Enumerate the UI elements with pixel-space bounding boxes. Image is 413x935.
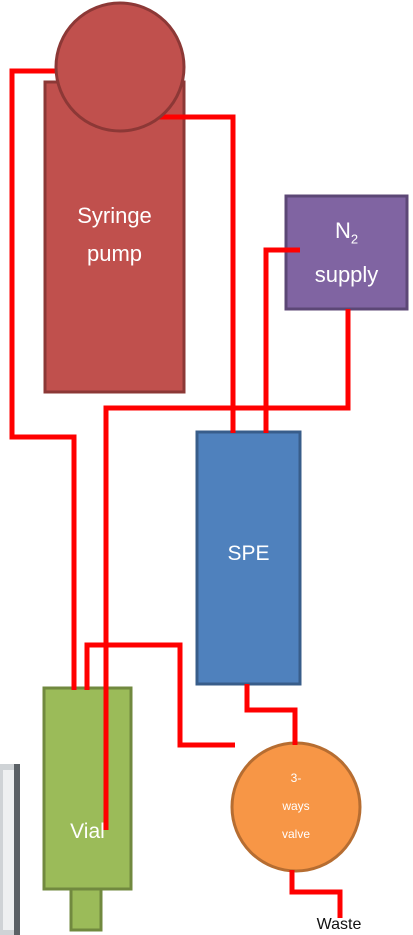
tube-n2-to-vial bbox=[103, 309, 351, 830]
background-photo-fragment bbox=[0, 764, 20, 935]
tube-vial-to-valve bbox=[84, 642, 235, 748]
spe-column bbox=[195, 430, 302, 686]
n2-supply-label-line2: supply bbox=[314, 262, 379, 288]
tube-spe-to-valve bbox=[244, 684, 298, 745]
syringe-pump-body bbox=[43, 80, 186, 394]
tube-pump-to-vial bbox=[9, 68, 77, 690]
n2-supply-box bbox=[284, 194, 409, 311]
waste-label: Waste bbox=[316, 916, 362, 933]
tube-valve-to-waste bbox=[289, 870, 343, 918]
tube-n2-to-spe bbox=[263, 247, 300, 433]
vial-body bbox=[42, 686, 133, 891]
valve-label: 3- ways valve bbox=[246, 764, 346, 848]
n2-supply-label-line1: N2 bbox=[286, 213, 407, 257]
syringe-pump-label-line1: Syringe bbox=[77, 203, 152, 228]
spe-label: SPE bbox=[227, 542, 270, 565]
n2-symbol: N bbox=[334, 218, 351, 243]
valve-label-line1: 3- bbox=[290, 771, 302, 785]
syringe-pump-label-line2: pump bbox=[86, 241, 143, 266]
n2-supply-label: N2 supply bbox=[286, 213, 407, 293]
syringe-pump-label: Syringe pump bbox=[45, 197, 184, 273]
vial-cap bbox=[69, 887, 103, 932]
syringe-pump-head bbox=[54, 1, 186, 133]
valve-label-line2: ways bbox=[282, 799, 310, 813]
n2-subscript: 2 bbox=[350, 231, 359, 247]
tube-pump-to-spe bbox=[155, 114, 236, 433]
valve-label-line3: valve bbox=[281, 827, 310, 841]
vial-label: Vial bbox=[70, 820, 105, 843]
